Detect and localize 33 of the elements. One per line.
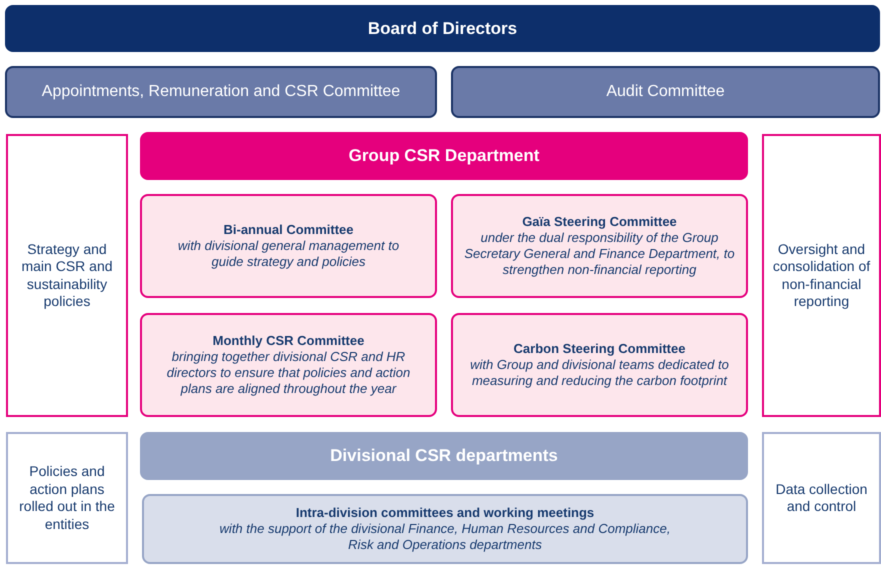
side-panel [762, 134, 881, 417]
committee-box [140, 194, 437, 298]
department-box [140, 432, 748, 480]
meeting-box [142, 494, 748, 564]
box-label: Board of Directors [368, 18, 518, 40]
box-label: Data collection and control [774, 480, 868, 516]
box-label: Appointments, Remuneration and CSR Committee [42, 82, 400, 102]
committee-name: Bi-annual Committee [223, 222, 354, 238]
committee-name: Carbon Steering Committee [514, 340, 686, 357]
box-label: Divisional CSR departments [330, 445, 558, 467]
committee-description: under the dual responsibility of the Group Secretary General and Finance Department, to strengthen non-financial reporting [463, 230, 736, 278]
side-panel [6, 432, 128, 564]
box-label: Strategy and main CSR and sustainability policies [20, 240, 114, 310]
side-panel [762, 432, 881, 564]
box-label: Policies and action plans rolled out in the entities [18, 463, 116, 533]
board-box [5, 5, 880, 52]
committee-box [5, 66, 437, 118]
committee-box [140, 313, 437, 417]
committee-description: bringing together divisional CSR and HR directors to ensure that policies and action plans are aligned throughout the year [166, 348, 412, 398]
committee-description: with divisional general management to guide strategy and policies [176, 238, 400, 270]
side-panel [6, 134, 128, 417]
committee-name: Gaïa Steering Committee [522, 214, 677, 230]
committee-box [451, 194, 748, 298]
committee-description: with Group and divisional teams dedicated to measuring and reducing the carbon footprint [469, 356, 730, 390]
committee-name: Monthly CSR Committee [212, 332, 364, 349]
committee-box [451, 66, 880, 118]
box-label: Group CSR Department [348, 145, 540, 167]
committee-description: with the support of the divisional Finance, Human Resources and Compliance, Risk and Operations departments [218, 520, 672, 554]
box-label: Audit Committee [606, 82, 725, 102]
box-label: Oversight and consolidation of non-financial reporting [772, 240, 872, 310]
committee-box [451, 313, 748, 417]
committee-name: Intra-division committees and working meetings [296, 504, 594, 521]
department-box [140, 132, 748, 180]
